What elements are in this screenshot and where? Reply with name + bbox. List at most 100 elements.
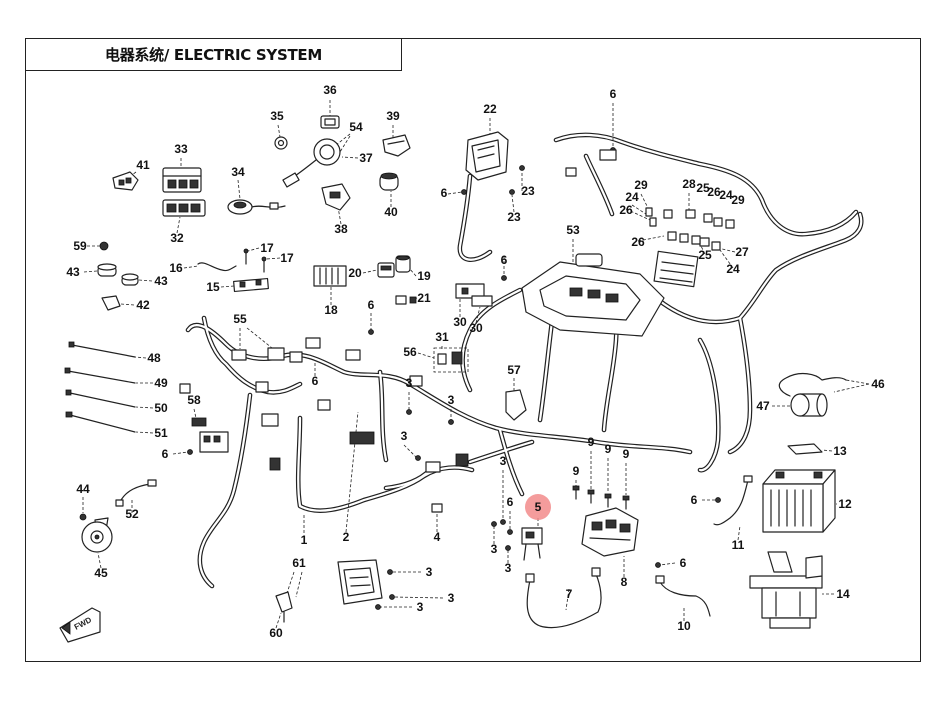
- part-callout-8[interactable]: 8: [621, 575, 628, 589]
- part-callout-29[interactable]: 29: [634, 178, 648, 192]
- part-callout-12[interactable]: 12: [838, 497, 852, 511]
- part-callout-47[interactable]: 47: [756, 399, 770, 413]
- part-callout-6[interactable]: 6: [162, 447, 169, 461]
- part-callout-14[interactable]: 14: [836, 587, 850, 601]
- part-callout-60[interactable]: 60: [269, 626, 283, 640]
- part-callout-26[interactable]: 26: [631, 235, 645, 249]
- part-callout-26[interactable]: 26: [707, 185, 721, 199]
- part-callout-43[interactable]: 43: [154, 274, 168, 288]
- part-callout-3[interactable]: 3: [448, 393, 455, 407]
- part-callout-30[interactable]: 30: [469, 321, 483, 335]
- part-callout-57[interactable]: 57: [507, 363, 521, 377]
- part-callout-17[interactable]: 17: [260, 241, 274, 255]
- part-callout-3[interactable]: 3: [491, 542, 498, 556]
- connector-block-part-53-top: [653, 250, 699, 288]
- part-callout-13[interactable]: 13: [833, 444, 847, 458]
- part-callout-41[interactable]: 41: [136, 158, 150, 172]
- part-callout-25[interactable]: 25: [698, 248, 712, 262]
- part-callout-7[interactable]: 7: [566, 587, 573, 601]
- part-callout-34[interactable]: 34: [231, 165, 245, 179]
- part-callout-6[interactable]: 6: [691, 493, 698, 507]
- part-callout-51[interactable]: 51: [154, 426, 168, 440]
- part-callout-3[interactable]: 3: [426, 565, 433, 579]
- leader-line: [719, 249, 734, 269]
- part-callout-19[interactable]: 19: [417, 269, 431, 283]
- part-callout-4[interactable]: 4: [434, 530, 441, 544]
- part-callout-22[interactable]: 22: [483, 102, 497, 116]
- part-callout-6[interactable]: 6: [501, 253, 508, 267]
- part-callout-2[interactable]: 2: [343, 530, 350, 544]
- part-callout-9[interactable]: 9: [588, 435, 595, 449]
- part-callout-45[interactable]: 45: [94, 566, 108, 580]
- harness-tube-inner: [554, 133, 858, 236]
- part-callout-27[interactable]: 27: [735, 245, 749, 259]
- part-callout-61[interactable]: 61: [292, 556, 306, 570]
- part-callout-54[interactable]: 54: [349, 120, 363, 134]
- part-callout-15[interactable]: 15: [206, 280, 220, 294]
- part-callout-10[interactable]: 10: [677, 619, 691, 633]
- part-callout-25[interactable]: 25: [696, 181, 710, 195]
- leader-line: [511, 194, 515, 213]
- part-callout-3[interactable]: 3: [448, 591, 455, 605]
- part-callout-23[interactable]: 23: [521, 184, 535, 198]
- part-callout-36[interactable]: 36: [323, 83, 337, 97]
- part-callout-46[interactable]: 46: [871, 377, 885, 391]
- part-callout-28[interactable]: 28: [682, 177, 696, 191]
- part-callout-20[interactable]: 20: [348, 266, 362, 280]
- leader-line: [699, 243, 706, 255]
- part-callout-39[interactable]: 39: [386, 109, 400, 123]
- part-callout-43[interactable]: 43: [66, 265, 80, 279]
- part-callout-9[interactable]: 9: [623, 447, 630, 461]
- part-callout-6[interactable]: 6: [312, 374, 319, 388]
- part-callout-33[interactable]: 33: [174, 142, 188, 156]
- part-callout-40[interactable]: 40: [384, 205, 398, 219]
- part-callout-35[interactable]: 35: [270, 109, 284, 123]
- part-callout-55[interactable]: 55: [233, 312, 247, 326]
- part-callout-26[interactable]: 26: [619, 203, 633, 217]
- part-callout-3[interactable]: 3: [401, 429, 408, 443]
- part-callout-6[interactable]: 6: [610, 87, 617, 101]
- part-callout-37[interactable]: 37: [359, 151, 373, 165]
- part-callout-59[interactable]: 59: [73, 239, 87, 253]
- part-callout-5[interactable]: 5: [535, 500, 542, 514]
- sleeve-part-43: [97, 263, 139, 286]
- part-callout-9[interactable]: 9: [573, 464, 580, 478]
- part-callout-3[interactable]: 3: [406, 376, 413, 390]
- clamp-part-16: [197, 262, 237, 272]
- part-callout-24[interactable]: 24: [625, 190, 639, 204]
- part-callout-11[interactable]: 11: [732, 538, 745, 552]
- part-callout-31[interactable]: 31: [435, 330, 449, 344]
- part-callout-3[interactable]: 3: [500, 454, 507, 468]
- part-callout-49[interactable]: 49: [154, 376, 168, 390]
- part-callout-6[interactable]: 6: [680, 556, 687, 570]
- part-callout-58[interactable]: 58: [187, 393, 201, 407]
- part-callout-6[interactable]: 6: [507, 495, 514, 509]
- part-callout-23[interactable]: 23: [507, 210, 521, 224]
- part-callout-30[interactable]: 30: [453, 315, 467, 329]
- part-callout-1[interactable]: 1: [301, 533, 308, 547]
- part-callout-9[interactable]: 9: [605, 442, 612, 456]
- part-callout-50[interactable]: 50: [154, 401, 168, 415]
- part-callout-29[interactable]: 29: [731, 193, 745, 207]
- part-callout-52[interactable]: 52: [125, 507, 139, 521]
- part-callout-6[interactable]: 6: [441, 186, 448, 200]
- clips-part-21: [395, 295, 417, 305]
- part-callout-56[interactable]: 56: [403, 345, 417, 359]
- part-callout-44[interactable]: 44: [76, 482, 90, 496]
- part-callout-17[interactable]: 17: [280, 251, 294, 265]
- part-callout-6[interactable]: 6: [368, 298, 375, 312]
- part-callout-3[interactable]: 3: [417, 600, 424, 614]
- brackets-part-30: [455, 283, 493, 307]
- part-callout-24[interactable]: 24: [726, 262, 740, 276]
- part-callout-3[interactable]: 3: [505, 561, 512, 575]
- part-callout-18[interactable]: 18: [324, 303, 338, 317]
- part-callout-24[interactable]: 24: [719, 188, 733, 202]
- part-callout-53[interactable]: 53: [566, 223, 580, 237]
- part-callout-32[interactable]: 32: [170, 231, 184, 245]
- part-callout-21[interactable]: 21: [417, 291, 431, 305]
- part-callout-42[interactable]: 42: [136, 298, 150, 312]
- part-callout-38[interactable]: 38: [334, 222, 348, 236]
- part-callout-16[interactable]: 16: [169, 261, 183, 275]
- part-callout-48[interactable]: 48: [147, 351, 161, 365]
- wire-part-52: [115, 479, 157, 507]
